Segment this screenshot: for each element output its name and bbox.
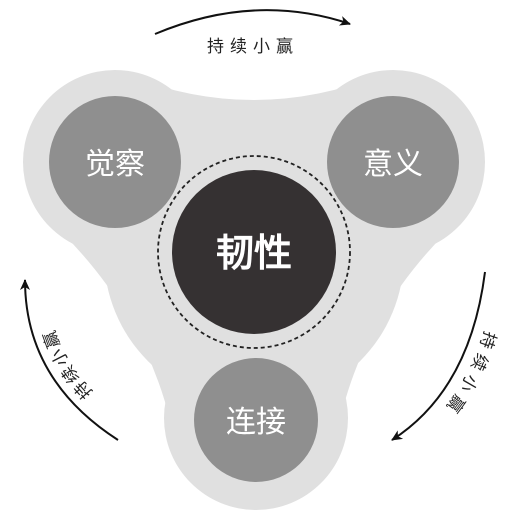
node-awareness-label: 觉察 (85, 147, 145, 182)
arrow-top: 持续小赢 (154, 9, 351, 57)
svg-text:持续小赢: 持续小赢 (38, 323, 96, 402)
center-label: 韧性 (216, 231, 292, 275)
node-meaning: 意义 (327, 96, 459, 228)
arrow-top-label: 持续小赢 (207, 37, 299, 57)
center-dashed-ring (157, 155, 351, 349)
arrow-right: 持续小赢 (391, 271, 494, 441)
node-connection: 连接 (194, 358, 318, 482)
node-awareness: 觉察 (49, 96, 181, 228)
arrow-left-label: 持续小赢 (38, 323, 91, 402)
arrow-left: 持续小赢 (20, 279, 119, 441)
node-meaning-label: 意义 (363, 147, 423, 182)
node-connection-label: 连接 (226, 405, 286, 440)
center-node: 韧性 (157, 155, 351, 349)
